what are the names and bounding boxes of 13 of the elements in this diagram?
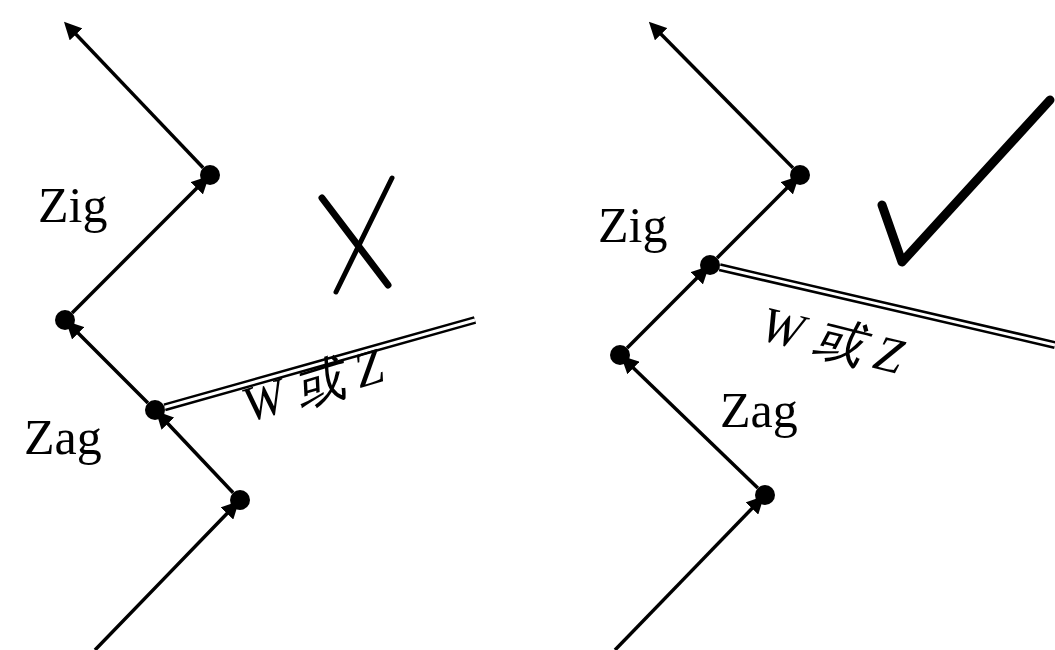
vertex-dot [145, 400, 165, 420]
boson-line [163, 316, 477, 412]
vertex-dot [200, 165, 220, 185]
vertex-dot [230, 490, 250, 510]
particle-line [63, 21, 205, 169]
boson-label: W 或 Z [756, 298, 909, 382]
vertex-dot [610, 345, 630, 365]
particle-line [648, 21, 795, 170]
vertex-dot [790, 165, 810, 185]
vertex-dot [755, 485, 775, 505]
vertex-dot [700, 255, 720, 275]
boson-line [718, 263, 1055, 349]
vertex-dot [55, 310, 75, 330]
